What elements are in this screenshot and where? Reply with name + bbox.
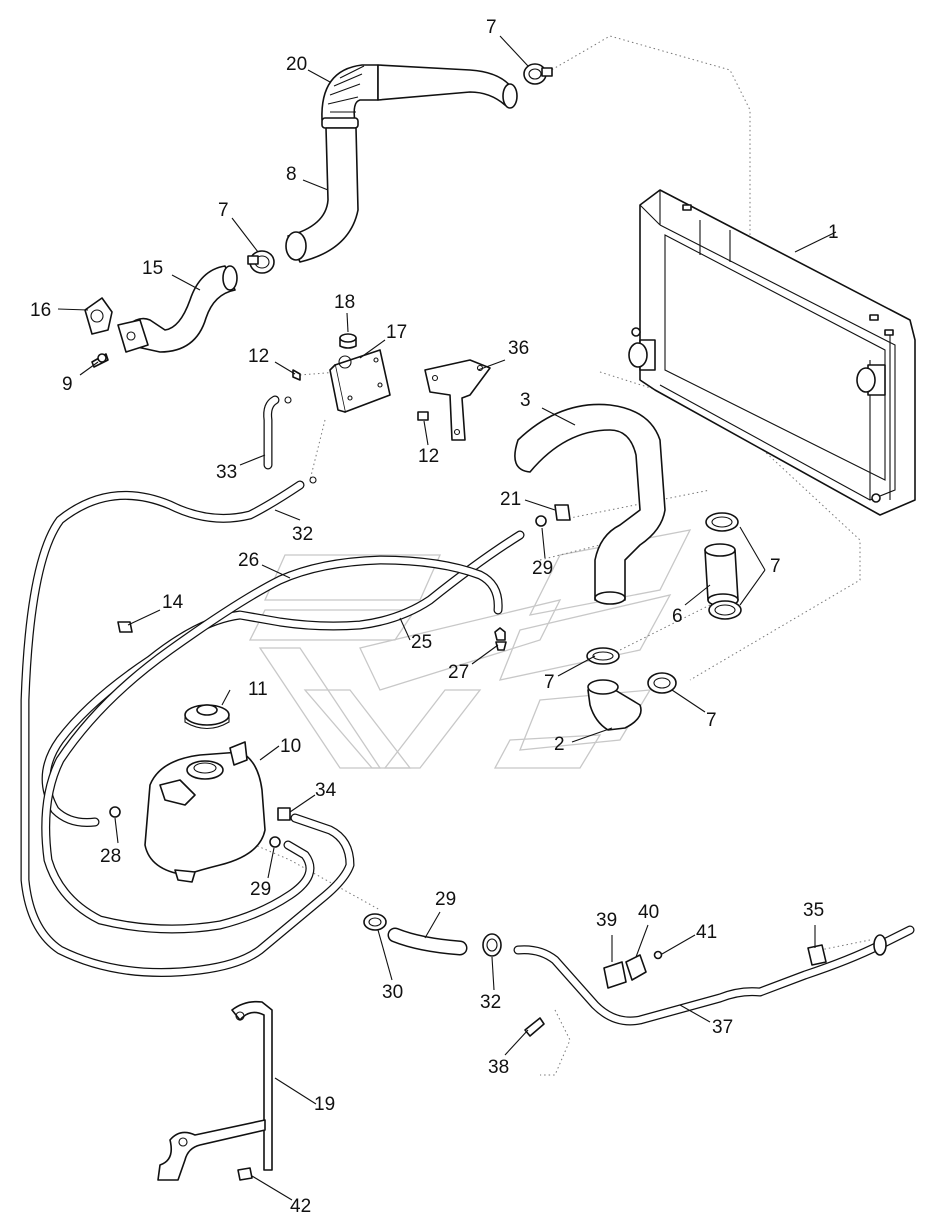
callout-14: 12 bbox=[418, 446, 439, 467]
callout-29-left: 28 bbox=[100, 846, 121, 867]
callout-21: 20 bbox=[286, 54, 307, 75]
pipe-clamp-36 bbox=[807, 944, 827, 966]
hose-30 bbox=[387, 927, 468, 956]
callout-36: 35 bbox=[803, 900, 824, 921]
clip-35 bbox=[277, 807, 291, 821]
callout-10: 10 bbox=[280, 736, 301, 757]
callout-12-bottom: 42 bbox=[290, 1196, 311, 1217]
callout-6: 6 bbox=[672, 606, 683, 627]
callout-32-right: 32 bbox=[480, 992, 501, 1013]
callout-7-right: 7 bbox=[770, 556, 781, 577]
callout-12-top: 12 bbox=[248, 346, 269, 367]
radiator-cap bbox=[184, 704, 230, 730]
expansion-tank bbox=[144, 741, 266, 883]
assembly-dotted-lines bbox=[219, 35, 871, 951]
bolt-14 bbox=[417, 411, 429, 421]
callout-7-top: 7 bbox=[486, 17, 497, 38]
clip-29-mid bbox=[535, 515, 547, 527]
callout-33: 32 bbox=[292, 524, 313, 545]
clip-40 bbox=[603, 961, 627, 989]
upper-hose-pipe bbox=[285, 64, 518, 263]
screw-15 bbox=[117, 621, 133, 633]
callout-labels: 1 2 3 6 7 7 7 7 7 8 9 10 11 12 12 14 15 … bbox=[30, 17, 839, 1217]
gasket bbox=[84, 297, 113, 335]
hose-clamp-right-bottom bbox=[708, 600, 742, 620]
callout-25: 21 bbox=[500, 489, 521, 510]
hose-clamp-top bbox=[523, 63, 553, 85]
leader-lines bbox=[57, 35, 837, 1201]
callout-35: 34 bbox=[315, 780, 337, 801]
valve-bracket bbox=[329, 349, 391, 413]
callout-15: 14 bbox=[162, 592, 184, 613]
hose-clamp-right-top bbox=[705, 512, 739, 532]
callout-20: 19 bbox=[314, 1094, 335, 1115]
lower-radiator-hose bbox=[514, 403, 666, 605]
connector-25 bbox=[554, 504, 571, 521]
hose-clamp-right-lower bbox=[647, 672, 677, 694]
upper-hose-elbow bbox=[321, 64, 379, 129]
callout-27: 26 bbox=[238, 550, 259, 571]
breather-cap bbox=[339, 333, 357, 349]
fitting-28 bbox=[494, 627, 507, 651]
outlet-pipe bbox=[117, 265, 238, 353]
overflow-tubes bbox=[20, 480, 525, 977]
screw-12-top bbox=[292, 369, 301, 381]
mounting-bracket bbox=[424, 359, 491, 441]
callout-39: 38 bbox=[488, 1057, 509, 1078]
hose-clamp-upper-left bbox=[247, 250, 275, 274]
callout-7-center: 7 bbox=[544, 672, 555, 693]
callout-28: 27 bbox=[448, 662, 469, 683]
vent-hose bbox=[263, 395, 317, 484]
tank-bracket-rod bbox=[157, 1000, 273, 1181]
callout-11: 11 bbox=[248, 679, 268, 700]
callout-29-mid: 29 bbox=[532, 558, 553, 579]
lower-elbow-hose bbox=[587, 679, 642, 731]
callout-29-tank: 29 bbox=[250, 879, 271, 900]
callout-7-right-lower: 7 bbox=[706, 710, 717, 731]
callout-19: 18 bbox=[334, 292, 355, 313]
callout-1: 1 bbox=[828, 222, 839, 243]
callout-3: 3 bbox=[520, 390, 531, 411]
callout-18: 17 bbox=[386, 322, 407, 343]
callout-7-upper-left: 7 bbox=[218, 200, 229, 221]
callout-37: 36 bbox=[508, 338, 529, 359]
hose-clamp-center bbox=[586, 647, 620, 665]
clip-29-left bbox=[109, 806, 121, 818]
bolt-39 bbox=[524, 1009, 571, 1076]
callout-16: 15 bbox=[142, 258, 163, 279]
callout-34: 33 bbox=[216, 462, 237, 483]
hose-clamp-32-left bbox=[363, 913, 387, 931]
callout-40: 39 bbox=[596, 910, 617, 931]
hose-sleeve bbox=[704, 543, 739, 607]
callout-9: 9 bbox=[62, 374, 73, 395]
screw-42 bbox=[653, 950, 663, 960]
callout-38: 37 bbox=[712, 1017, 733, 1038]
screw-12-bottom bbox=[237, 1167, 253, 1181]
callout-2: 2 bbox=[554, 734, 565, 755]
callout-32-left: 30 bbox=[382, 982, 403, 1003]
callout-26: 25 bbox=[411, 632, 432, 653]
radiator bbox=[628, 189, 916, 516]
callout-30: 29 bbox=[435, 889, 456, 910]
callout-17: 16 bbox=[30, 300, 51, 321]
clip-41 bbox=[625, 954, 647, 981]
heater-pipe bbox=[513, 925, 915, 1026]
callout-8: 8 bbox=[286, 164, 297, 185]
callout-42: 41 bbox=[696, 922, 717, 943]
clip-29-tank bbox=[269, 836, 281, 848]
callout-41: 40 bbox=[638, 902, 659, 923]
hose-clamp-32-right bbox=[482, 933, 502, 957]
